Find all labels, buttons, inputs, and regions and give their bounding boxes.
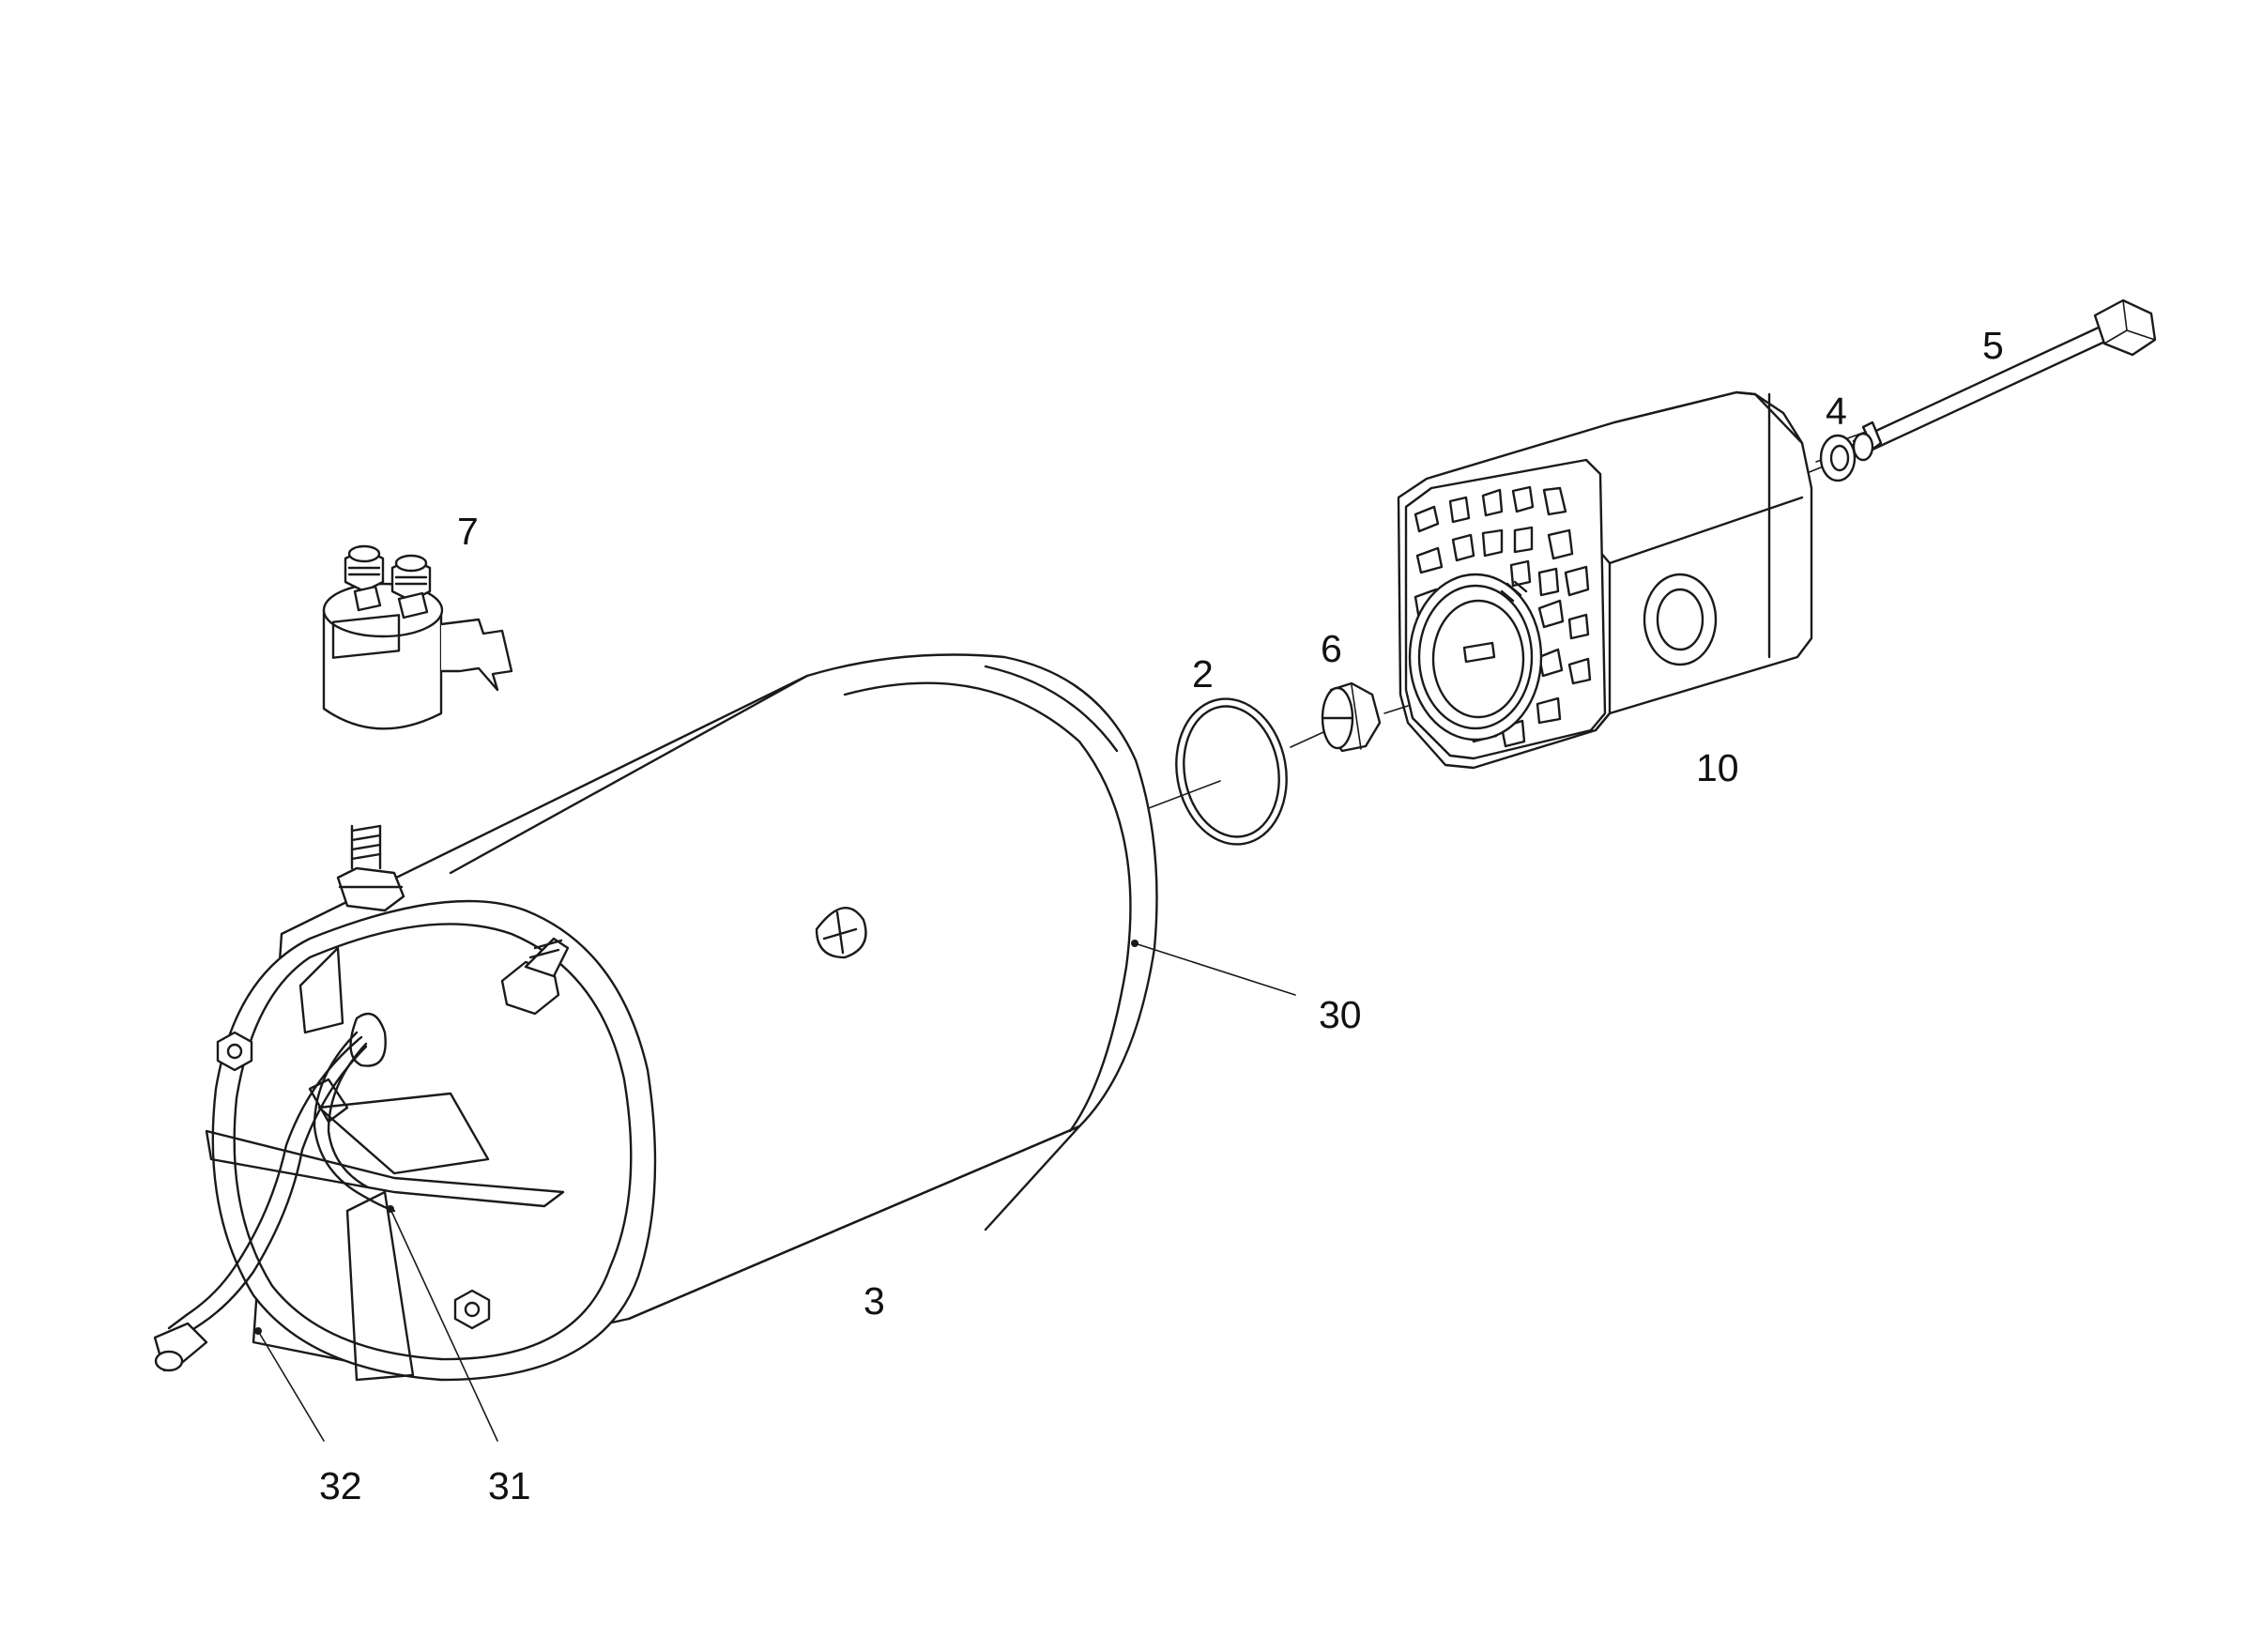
callout-31: 31 [488, 1464, 531, 1507]
callout-5: 5 [1982, 324, 2004, 367]
motor-top-stud [336, 824, 405, 912]
callout-10: 10 [1696, 746, 1739, 789]
motor-bolt-2 [453, 1289, 491, 1330]
callout-6: 6 [1321, 627, 1342, 670]
part-2-o-ring[interactable] [1165, 690, 1297, 853]
leader-lines [254, 940, 1296, 1442]
motor-bolt-1 [216, 1031, 253, 1072]
part-5-bolt[interactable] [1815, 298, 2157, 463]
callout-32: 32 [319, 1464, 362, 1507]
callout-labels: 5 4 7 6 2 10 30 3 32 31 [319, 324, 2004, 1507]
part-10-pump[interactable] [1397, 390, 1813, 770]
motor-terminal [500, 937, 570, 1016]
callout-2: 2 [1192, 652, 1214, 696]
part-6-coupling[interactable] [1321, 681, 1382, 753]
callout-7: 7 [457, 510, 479, 553]
part-3-motor[interactable] [153, 653, 1158, 1382]
callout-4: 4 [1826, 390, 1847, 433]
part-7-solenoid[interactable] [322, 544, 513, 730]
part-4-washer[interactable] [1819, 434, 1857, 482]
callout-30: 30 [1319, 993, 1362, 1036]
callout-3: 3 [864, 1279, 885, 1323]
